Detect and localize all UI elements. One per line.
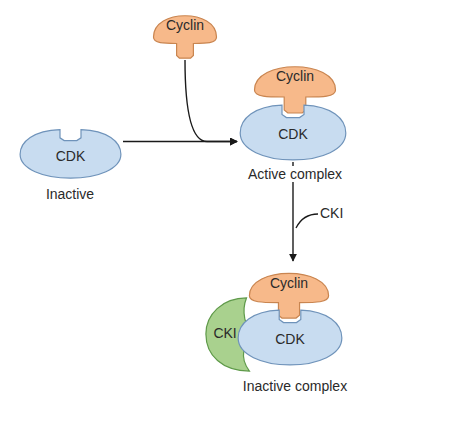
state-label: Inactive	[25, 186, 115, 202]
edge-label: CKI	[318, 205, 345, 221]
state-label: Active complex	[235, 166, 355, 182]
cdk-node: CDK	[236, 305, 344, 367]
node-text: Cyclin	[250, 68, 340, 84]
reaction-arrow	[185, 60, 237, 142]
cyclin-shape	[250, 55, 340, 115]
joining-stroke	[296, 214, 318, 228]
cyclin-node: Cyclin	[245, 262, 333, 320]
node-text: Cyclin	[150, 17, 220, 33]
cdk-node: CDK	[18, 125, 123, 180]
cyclin-node: Cyclin	[250, 55, 340, 115]
cdk-node: CDK	[238, 100, 348, 162]
node-text: Cyclin	[245, 275, 333, 291]
node-text: CDK	[238, 126, 348, 142]
cyclin-node: Cyclin	[150, 5, 220, 60]
node-text: CDK	[18, 148, 123, 164]
cyclin-shape	[245, 262, 333, 320]
state-label: Inactive complex	[225, 378, 365, 394]
node-text: CDK	[236, 331, 344, 347]
